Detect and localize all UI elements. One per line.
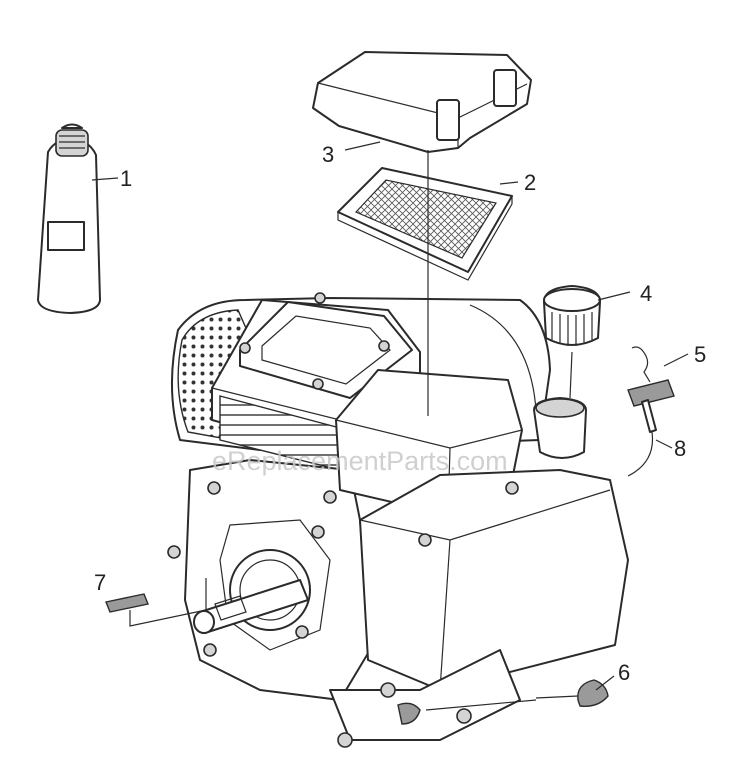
crankcase[interactable] xyxy=(167,459,371,701)
callout-4: 4 xyxy=(640,281,652,306)
callout-labels: 1 2 3 4 5 6 7 8 xyxy=(94,142,706,685)
leader-lines xyxy=(91,141,689,711)
oil-bottle[interactable] xyxy=(37,123,101,314)
fuel-tank-cap[interactable] xyxy=(543,285,601,346)
callout-2: 2 xyxy=(524,170,536,195)
oil-filler-cap-dipstick[interactable] xyxy=(535,679,609,707)
high-tension-lead[interactable] xyxy=(627,431,654,477)
watermark: eReplacementParts.com xyxy=(212,446,508,476)
air-filter-element[interactable] xyxy=(337,167,513,281)
callout-6: 6 xyxy=(618,660,630,685)
callout-1: 1 xyxy=(120,166,132,191)
callout-7: 7 xyxy=(94,570,106,595)
callout-3: 3 xyxy=(322,142,334,167)
spark-plug-cap[interactable] xyxy=(627,346,675,433)
fuel-tank[interactable] xyxy=(323,397,629,691)
air-cleaner-cover[interactable] xyxy=(312,51,532,153)
callout-5: 5 xyxy=(694,342,706,367)
engine-base[interactable] xyxy=(329,649,521,748)
shaft-key[interactable] xyxy=(105,593,149,613)
callout-8: 8 xyxy=(674,436,686,461)
